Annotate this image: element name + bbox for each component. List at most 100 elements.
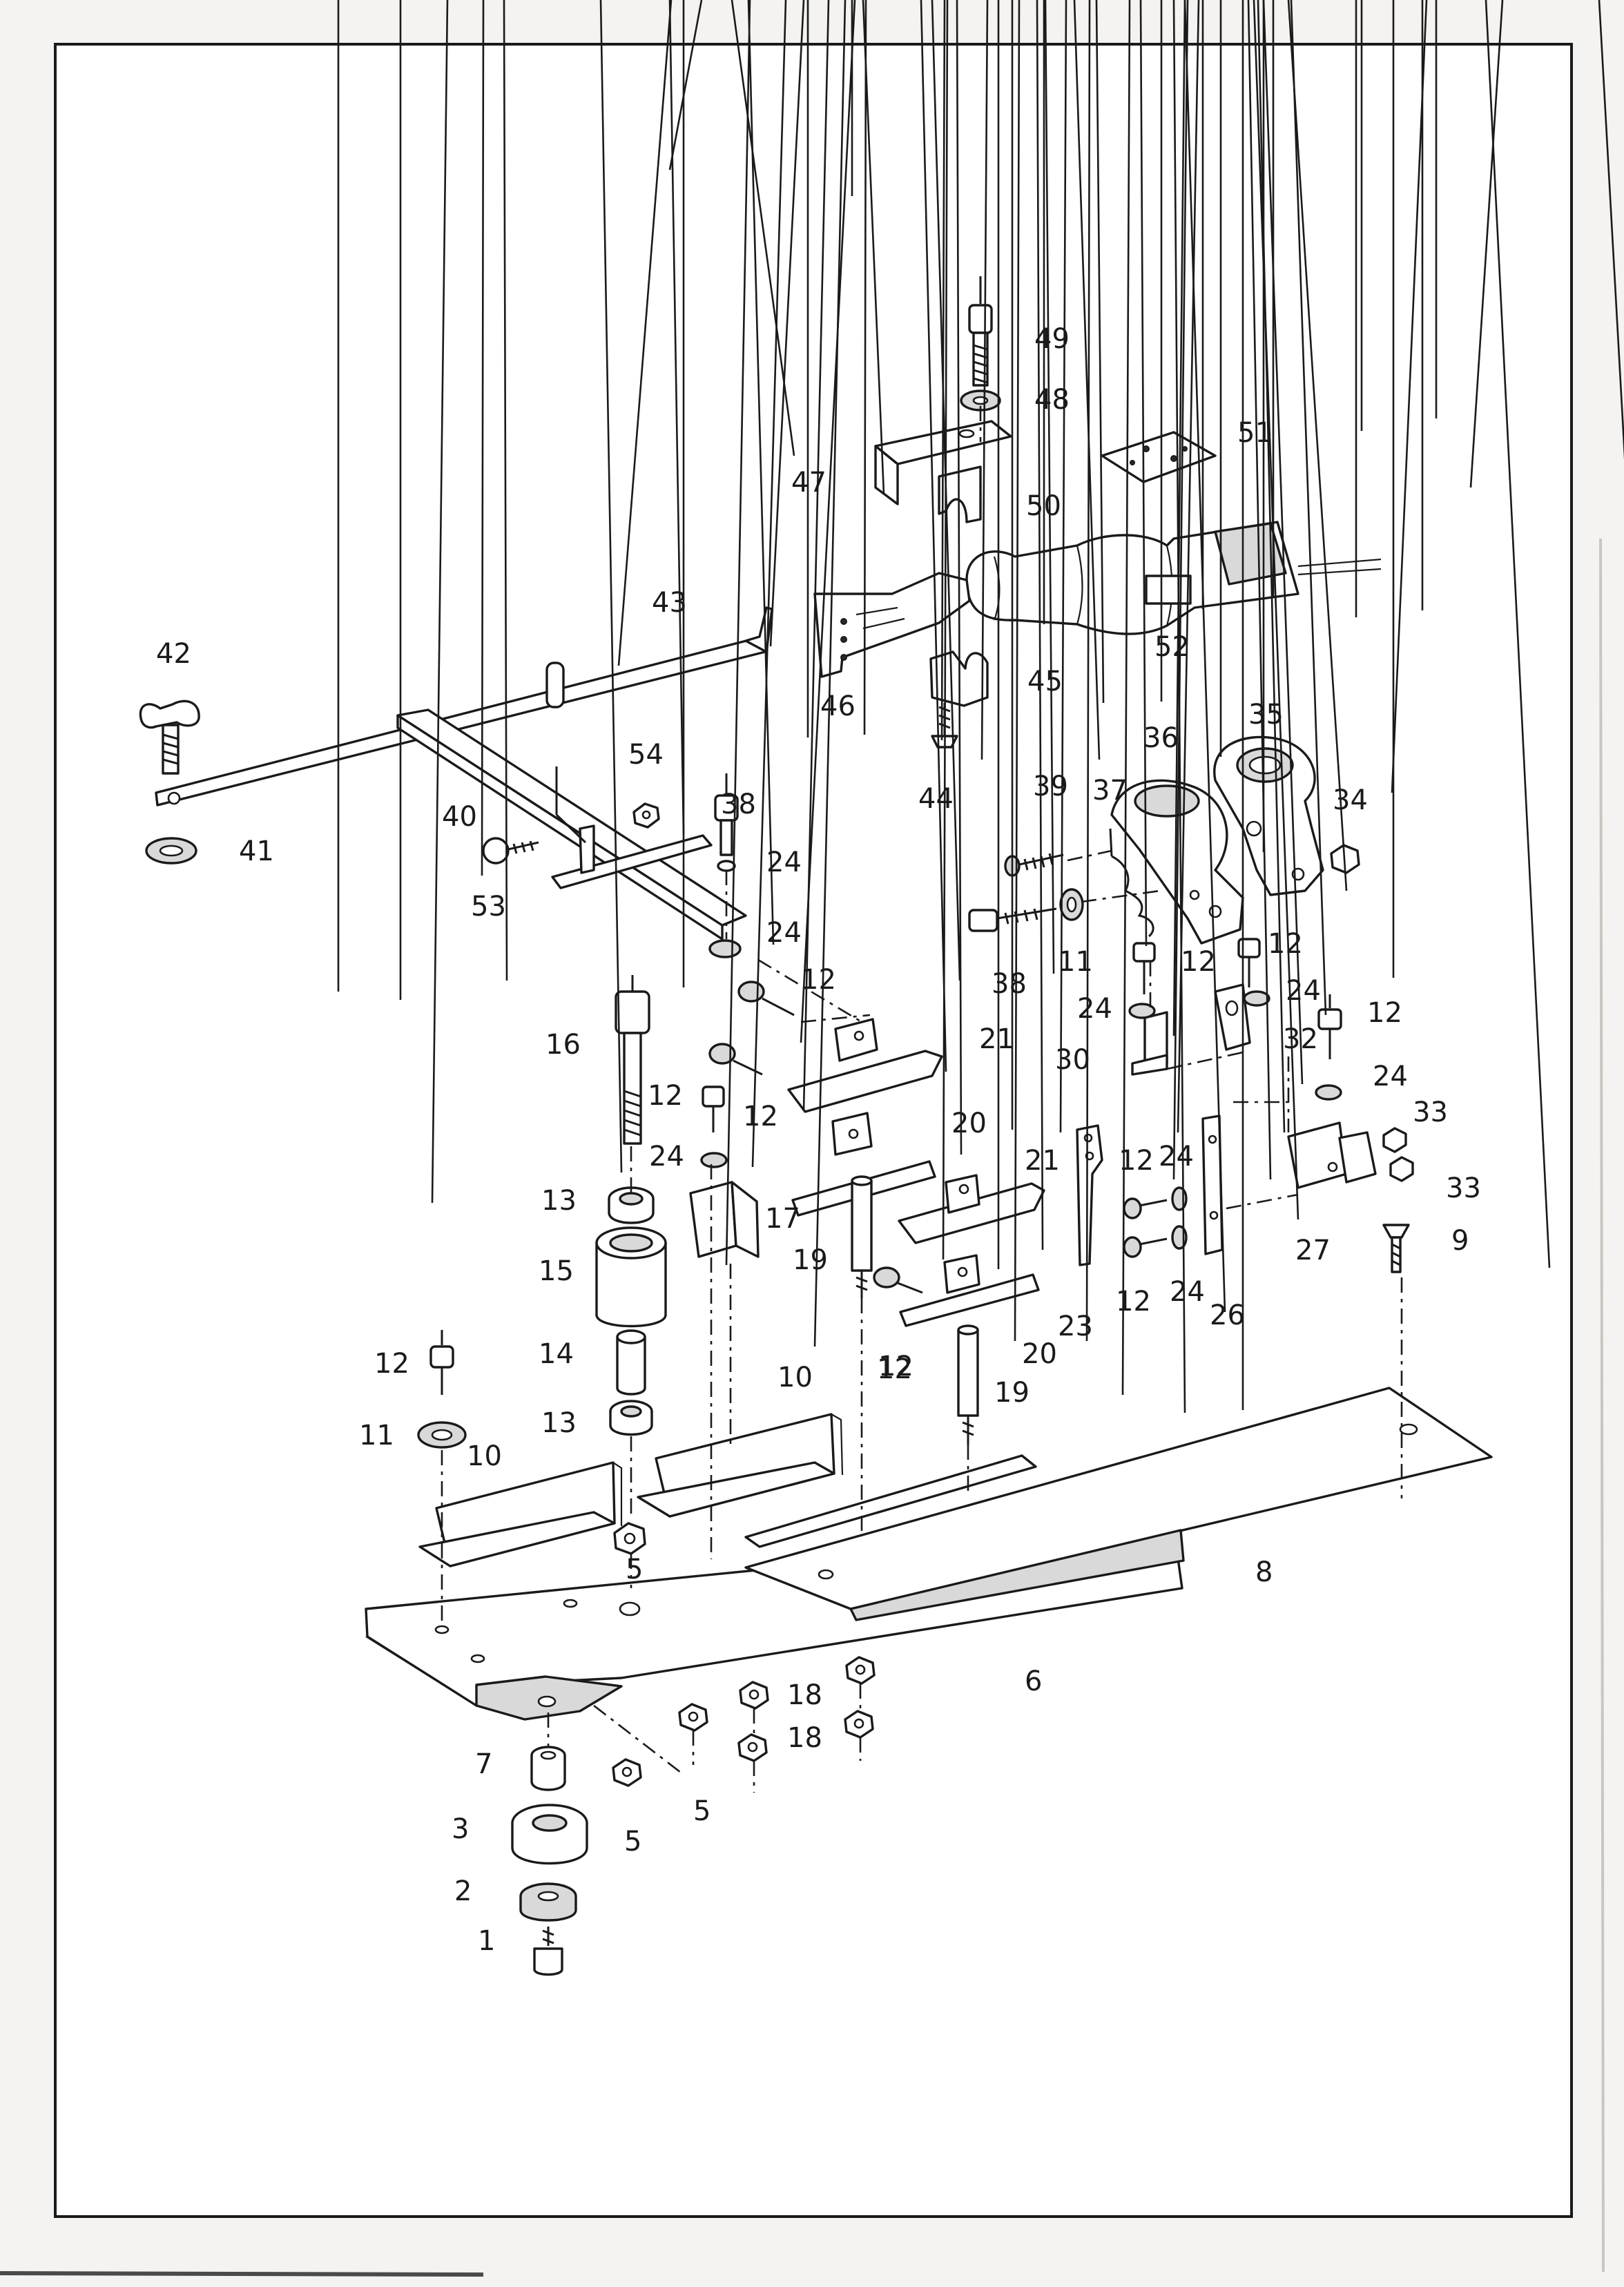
callout-leader-line [1172, 0, 1189, 1180]
callout-46: 46 [668, 0, 856, 835]
callout-number: 24 [1170, 1276, 1205, 1308]
washer-24-b [708, 939, 742, 958]
callout-leader-line [1485, 0, 1551, 1268]
callout-19: 19 [994, 0, 1395, 1409]
callout-24: 24 [1085, 0, 1408, 1342]
bracket-32 [1214, 983, 1251, 1051]
callout-leader-line [1172, 0, 1186, 1036]
callout-13: 13 [541, 0, 1424, 1439]
callout-34: 34 [813, 0, 1368, 1347]
callout-number: 14 [539, 1338, 574, 1370]
callout-number: 24 [766, 917, 802, 949]
callout-leader-line [1257, 0, 1286, 1133]
foot-3 [511, 1804, 588, 1865]
screw-12-right [1317, 994, 1342, 1059]
callout-leader-line [800, 0, 856, 1043]
screw-12-guide-b [708, 1043, 763, 1076]
callout-14: 14 [539, 0, 1357, 1370]
callout-number: 53 [471, 891, 506, 923]
callout-43: 43 [617, 0, 687, 666]
callout-35: 35 [725, 0, 1284, 1266]
callout-leader-line [863, 0, 867, 735]
washer-41 [145, 837, 197, 865]
screw-12-mid-a [1132, 942, 1156, 994]
callout-41: 41 [239, 0, 853, 867]
screw-12-washer-11-left [417, 1330, 467, 1449]
callout-number: 30 [1055, 1044, 1090, 1076]
screw-9 [1382, 1224, 1410, 1273]
callout-leader-line [1262, 0, 1304, 1085]
callout-42: 42 [156, 0, 703, 670]
callout-leader-line [813, 0, 847, 1347]
callout-number: 2 [454, 1875, 472, 1907]
callout-51: 51 [431, 0, 1273, 1204]
callout-number: 1 [478, 1925, 495, 1957]
foot-7 [530, 1746, 566, 1791]
callout-number: 12 [1367, 997, 1402, 1029]
callout-number: 24 [1286, 975, 1321, 1007]
callout-11: 11 [359, 0, 1438, 1451]
callout-leader-line [668, 0, 685, 835]
callout-number: 12 [648, 1080, 683, 1112]
callout-number: 18 [787, 1679, 822, 1711]
drawing-frame [54, 43, 1573, 2218]
callout-number: 40 [442, 801, 477, 833]
callout-5: 5 [693, 1795, 710, 1827]
callout-leader-line [956, 0, 963, 1155]
callout-number: 12 [743, 1101, 778, 1132]
callout-number: 11 [359, 1420, 394, 1451]
callout-54: 54 [628, 0, 805, 771]
callout-leader-line [1085, 0, 1091, 1342]
callout-24: 24 [997, 0, 1321, 1269]
callout-number: 46 [820, 691, 856, 722]
callout-12: 12 [648, 0, 1105, 1112]
callout-20: 20 [1022, 0, 1327, 1370]
scan-edge-line [1599, 538, 1605, 2272]
callout-number: 41 [239, 836, 274, 867]
callout-leader-line [751, 0, 787, 1168]
callout-number: 20 [951, 1108, 987, 1139]
callout-number: 9 [1451, 1225, 1469, 1257]
callout-number: 26 [1210, 1300, 1245, 1331]
callout-24: 24 [1159, 0, 1194, 1180]
standoff-19-a [851, 1175, 873, 1298]
callout-12: 12 [878, 1351, 914, 1382]
callout-number: 54 [628, 739, 664, 771]
callout-20: 20 [951, 0, 1148, 1139]
callout-49: 49 [337, 0, 1070, 992]
callout-number: 19 [793, 1244, 828, 1276]
bearing-13-upper [608, 1186, 655, 1224]
assembly-center-lines [441, 406, 1403, 1793]
callout-layer: 1235556789101011111212121212121212121212… [156, 0, 1624, 1957]
nut-18-c [737, 1733, 768, 1762]
arm-35 [1213, 735, 1324, 896]
callout-number: 33 [1446, 1173, 1481, 1204]
callout-18: 18 [787, 1679, 822, 1711]
callout-leader-line [1391, 0, 1428, 793]
callout-number: 16 [545, 1029, 581, 1061]
callout-number: 42 [156, 638, 191, 670]
callout-number: 7 [475, 1748, 492, 1780]
bolt-16 [615, 975, 650, 1145]
callout-number: 37 [1092, 775, 1128, 807]
callout-number: 6 [1025, 1666, 1042, 1697]
callout-39: 39 [800, 0, 1068, 1043]
callout-leader-line [1095, 0, 1105, 704]
callout-leader-line [747, 0, 775, 945]
callout-24: 24 [1170, 0, 1272, 1308]
callout-52: 52 [599, 0, 1190, 1173]
callout-number: 36 [1143, 722, 1179, 754]
callout-number: 20 [1022, 1338, 1057, 1370]
screw-53 [482, 837, 539, 865]
callout-10: 10 [777, 0, 1428, 1393]
bolt-38-side [968, 907, 1057, 932]
washer-24-d [1243, 990, 1270, 1007]
washer-24-e [1315, 1084, 1342, 1101]
callout-15: 15 [539, 0, 1275, 1287]
callout-leader-line [980, 0, 989, 760]
callout-12: 12 [374, 0, 1363, 1380]
callout-number: 5 [624, 1826, 641, 1857]
callout-number: 12 [1116, 1286, 1151, 1318]
callout-leader-line [1247, 0, 1272, 1180]
